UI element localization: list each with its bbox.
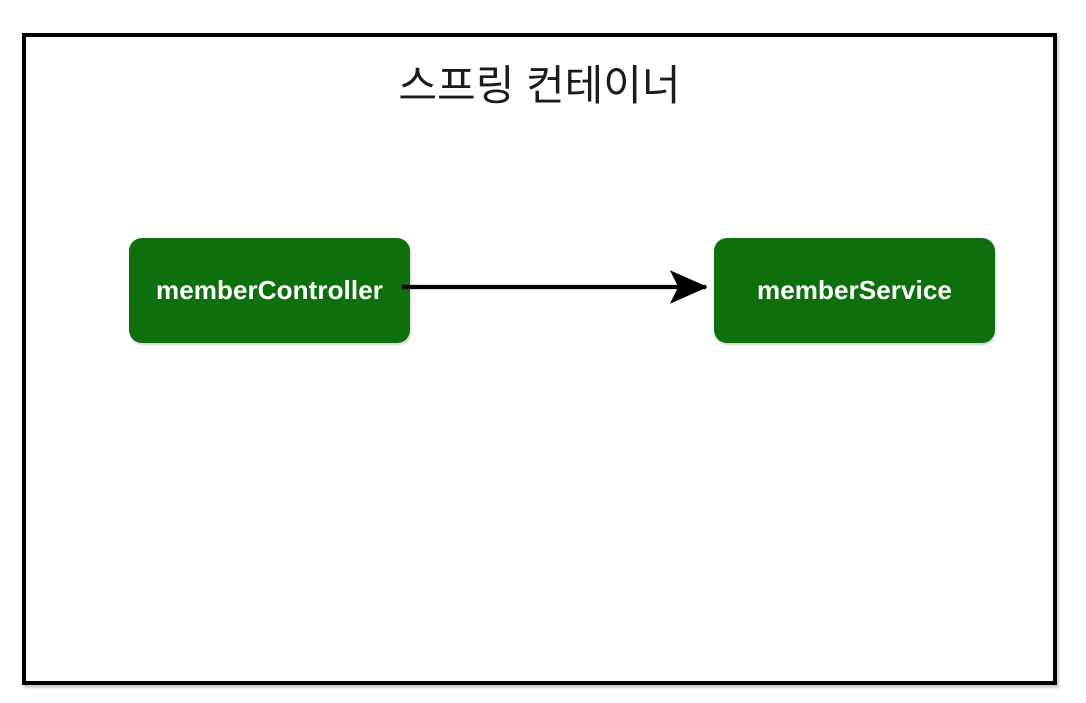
bean-node-membercontroller[interactable]: memberController (129, 238, 410, 343)
container-title: 스프링 컨테이너 (398, 62, 681, 109)
bean-node-memberservice[interactable]: memberService (714, 238, 995, 343)
bean-node-label: memberService (757, 275, 952, 305)
arrow-right-icon (402, 270, 708, 304)
bean-node-label: memberController (156, 275, 383, 305)
spring-container-frame: 스프링 컨테이너 memberController memberService (22, 33, 1057, 685)
